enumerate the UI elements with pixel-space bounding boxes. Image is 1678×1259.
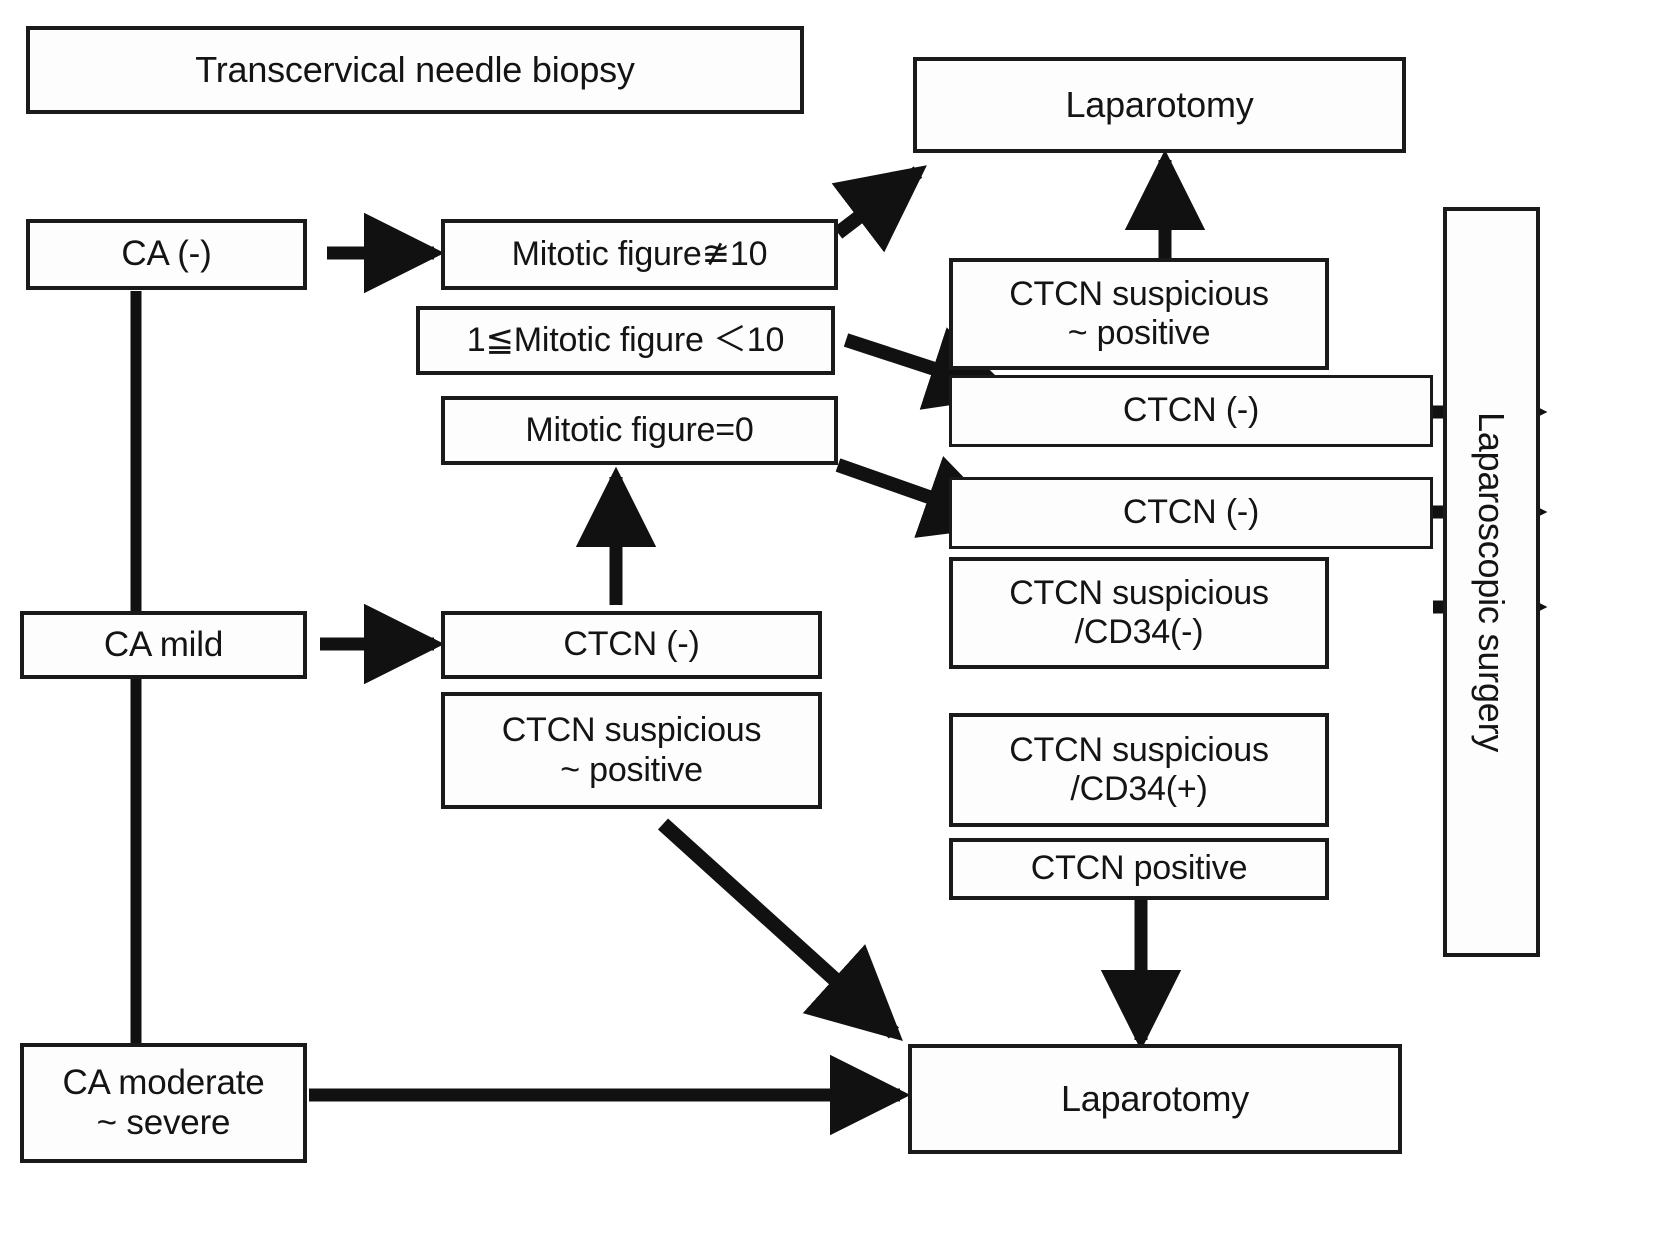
- node-laparotomy-top[interactable]: Laparotomy: [913, 57, 1406, 153]
- node-ctcn-suspicious-positive-1[interactable]: CTCN suspicious ~ positive: [949, 258, 1329, 370]
- node-ctcn-positive[interactable]: CTCN positive: [949, 838, 1329, 900]
- node-ctcn-suspicious-cd34-negative[interactable]: CTCN suspicious /CD34(-): [949, 557, 1329, 669]
- edge-mitotic-ge10-to-laparotomy-top: [831, 165, 927, 253]
- node-mitotic-figure-0[interactable]: Mitotic figure=0: [441, 396, 838, 465]
- node-ctcn-negative-2[interactable]: CTCN (-): [949, 477, 1433, 549]
- node-ca-moderate-severe[interactable]: CA moderate ~ severe: [20, 1043, 307, 1163]
- node-ctcn-suspicious-cd34-positive[interactable]: CTCN suspicious /CD34(+): [949, 713, 1329, 827]
- node-mitotic-figure-ge-10[interactable]: Mitotic figure≇10: [441, 219, 838, 290]
- node-laparotomy-bottom[interactable]: Laparotomy: [908, 1044, 1402, 1154]
- node-mitotic-figure-1-to-10[interactable]: 1≦Mitotic figure ＜10: [416, 306, 835, 375]
- node-ca-mild[interactable]: CA mild: [20, 611, 307, 679]
- node-ca-negative[interactable]: CA (-): [26, 219, 307, 290]
- node-laparoscopic-surgery[interactable]: Laparoscopic surgery: [1443, 207, 1540, 957]
- node-transcervical-needle-biopsy[interactable]: Transcervical needle biopsy: [26, 26, 804, 114]
- node-ctcn-suspicious-positive-middle[interactable]: CTCN suspicious ~ positive: [441, 692, 822, 809]
- node-ctcn-negative-1[interactable]: CTCN (-): [949, 375, 1433, 447]
- edge-ctcn-susp-mid-to-laparotomy-bottom: [657, 818, 903, 1042]
- node-ctcn-negative-middle[interactable]: CTCN (-): [441, 611, 822, 679]
